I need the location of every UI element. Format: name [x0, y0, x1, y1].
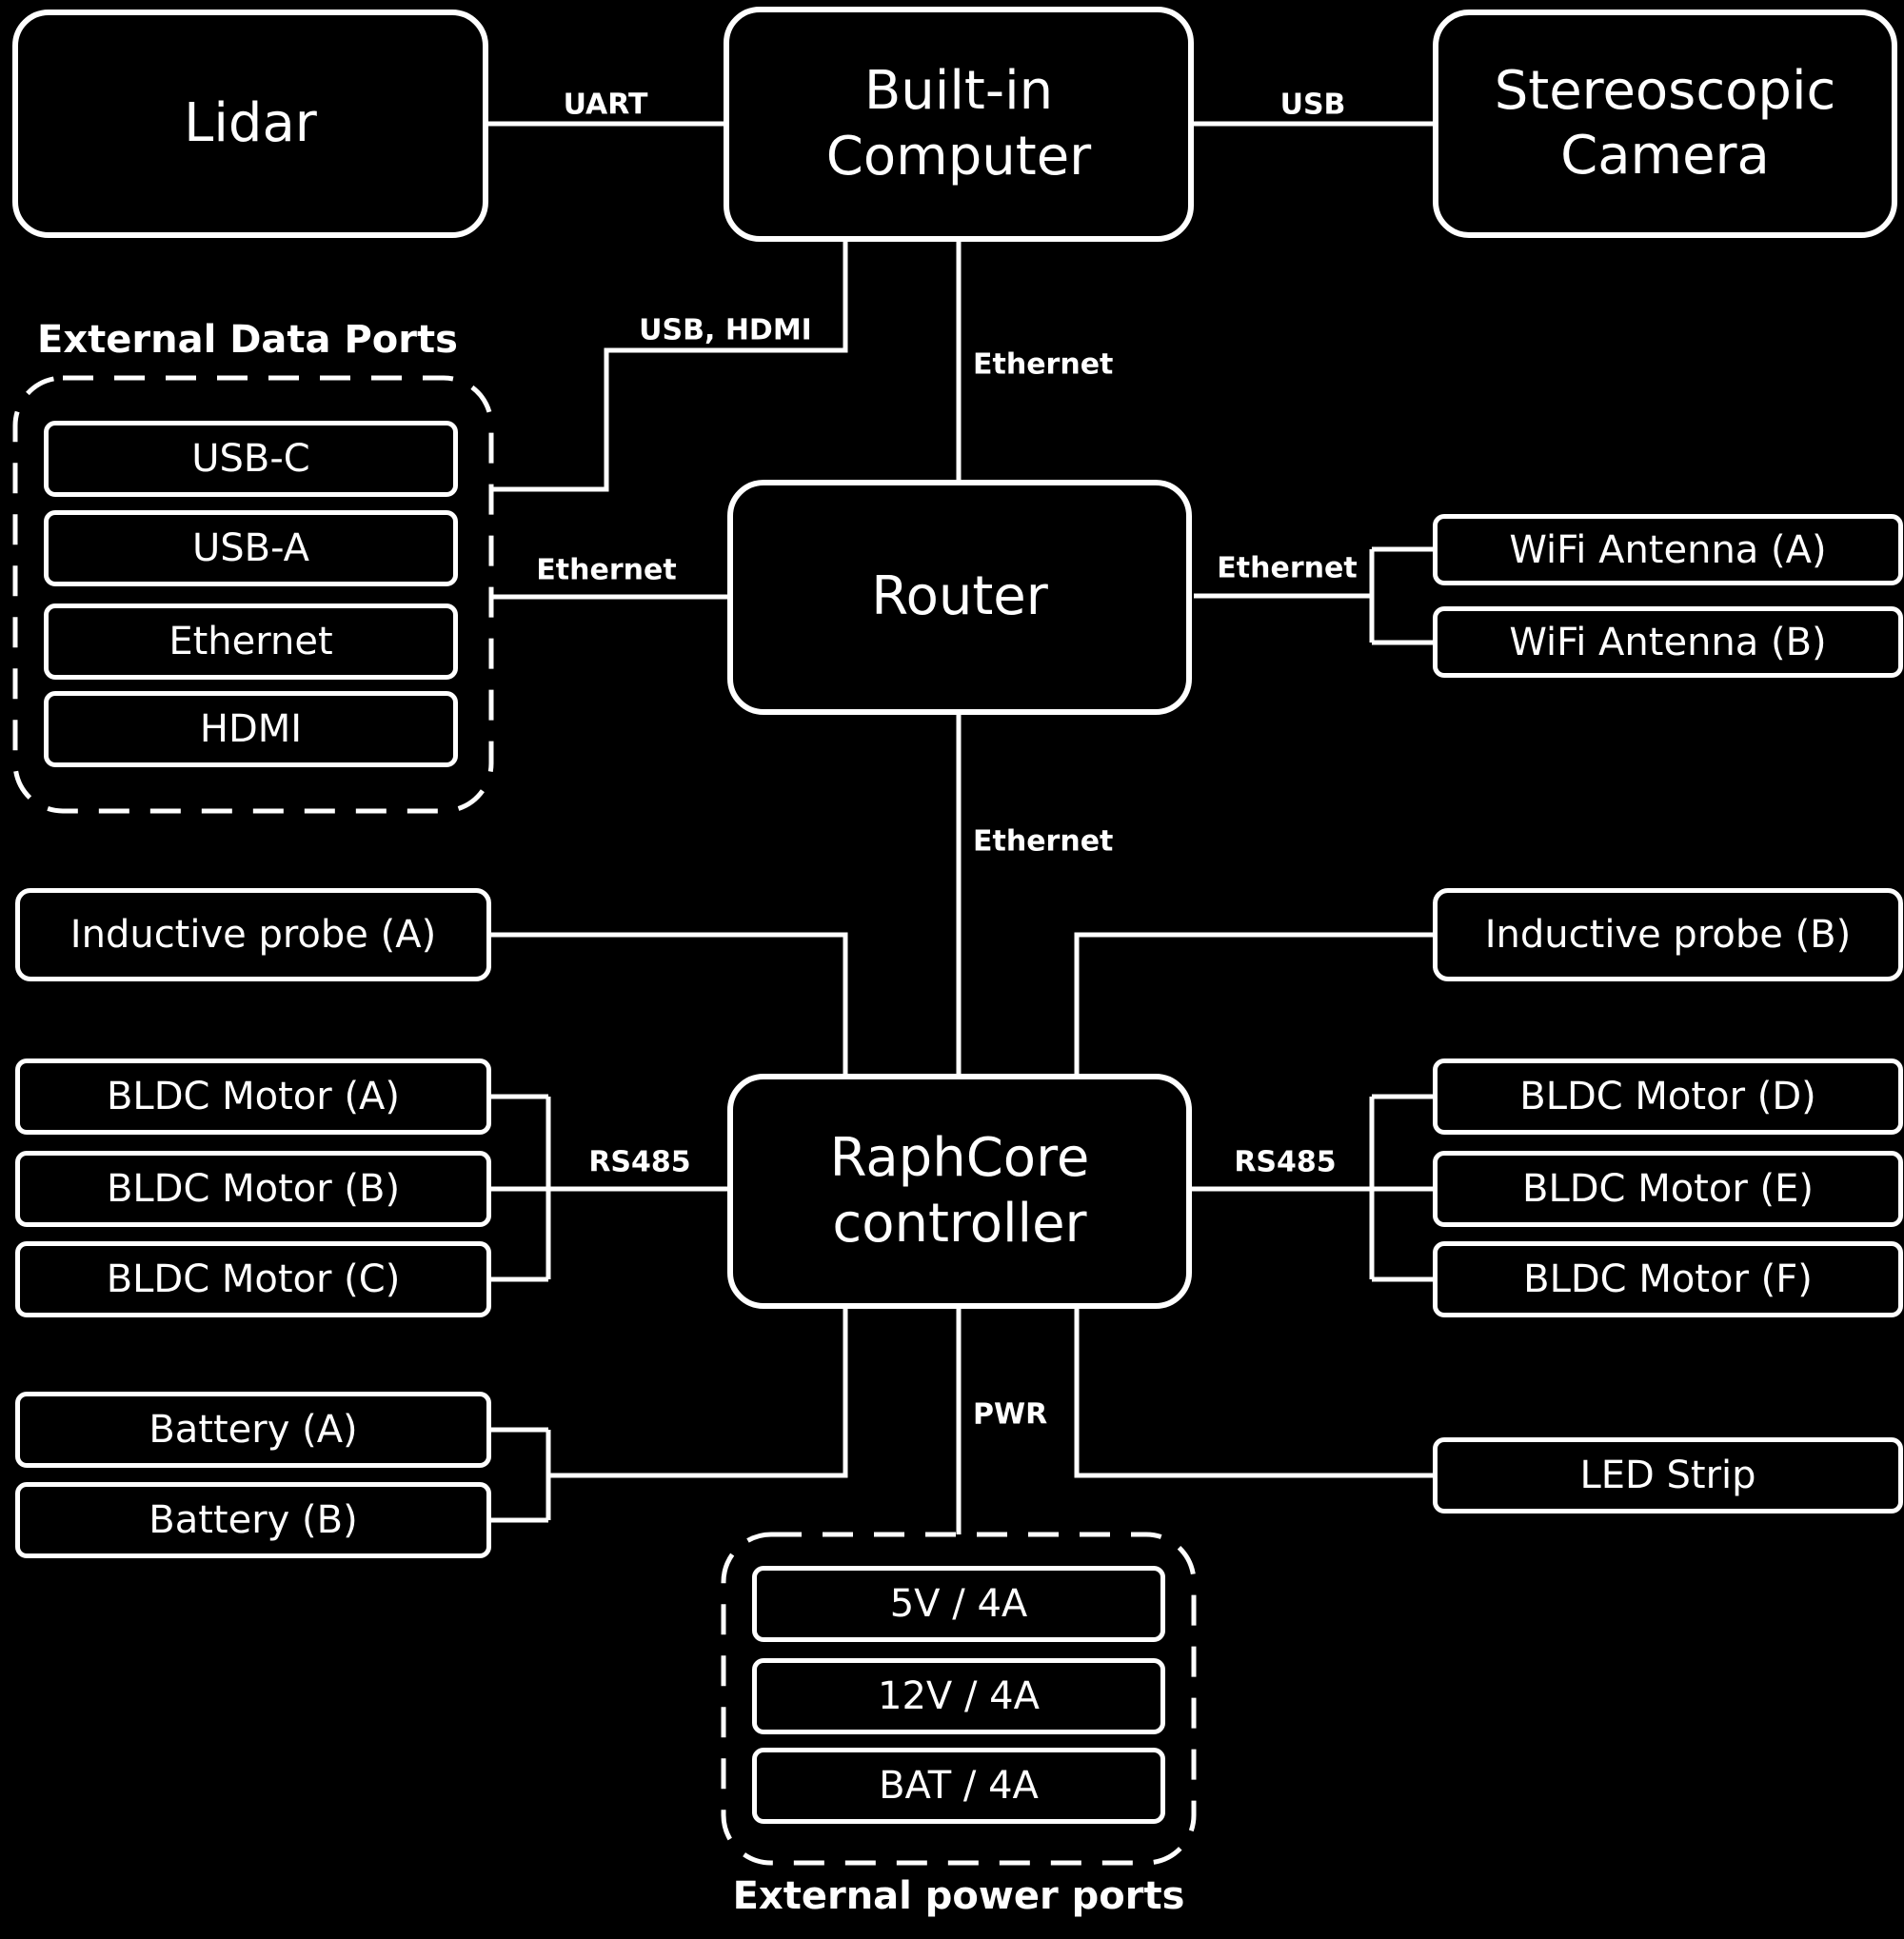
node-inductive-probe-b: Inductive probe (B) — [1433, 888, 1903, 981]
port-ethernet: Ethernet — [44, 603, 458, 680]
port-12v-4a: 12V / 4A — [752, 1658, 1165, 1734]
node-stereoscopic-camera: Stereoscopic Camera — [1433, 10, 1897, 238]
port-bat-4a: BAT / 4A — [752, 1748, 1165, 1824]
node-battery-b: Battery (B) — [15, 1482, 491, 1558]
usb-hdmi-line — [491, 242, 848, 492]
node-raphcore-controller: RaphCore controller — [727, 1074, 1192, 1309]
node-bldc-motor-a: BLDC Motor (A) — [15, 1059, 491, 1135]
external-data-ports-title: External Data Ports — [37, 318, 458, 362]
node-bldc-motor-f: BLDC Motor (F) — [1433, 1241, 1903, 1317]
edge-label-ethernet-router-wifi: Ethernet — [1217, 551, 1358, 585]
node-router: Router — [727, 480, 1192, 715]
port-usb-a: USB-A — [44, 510, 458, 586]
node-lidar: Lidar — [12, 10, 488, 238]
ethernet-router-wifi-line — [1194, 546, 1433, 645]
edge-label-rs485-left: RS485 — [588, 1145, 691, 1179]
edge-label-pwr: PWR — [973, 1397, 1048, 1432]
rs485-left-line — [491, 1094, 727, 1282]
edge-label-uart: UART — [563, 88, 648, 122]
port-5v-4a: 5V / 4A — [752, 1566, 1165, 1642]
node-wifi-antenna-a: WiFi Antenna (A) — [1433, 514, 1903, 585]
led-strip-line — [1074, 1309, 1433, 1478]
inductive-probe-b-line — [1074, 932, 1433, 1074]
node-bldc-motor-c: BLDC Motor (C) — [15, 1241, 491, 1317]
port-hdmi: HDMI — [44, 691, 458, 767]
rs485-right-line — [1192, 1094, 1433, 1282]
node-bldc-motor-b: BLDC Motor (B) — [15, 1151, 491, 1227]
node-inductive-probe-a: Inductive probe (A) — [15, 888, 491, 981]
node-bldc-motor-d: BLDC Motor (D) — [1433, 1059, 1903, 1135]
node-led-strip: LED Strip — [1433, 1437, 1903, 1514]
battery-line — [491, 1309, 848, 1523]
edge-label-ethernet-router-raphcore: Ethernet — [973, 824, 1114, 859]
edge-label-ethernet-computer-router: Ethernet — [973, 347, 1114, 382]
port-usb-c: USB-C — [44, 421, 458, 497]
node-wifi-antenna-b: WiFi Antenna (B) — [1433, 606, 1903, 678]
external-power-ports-group-border — [721, 1532, 1197, 1866]
edge-label-usb: USB — [1279, 88, 1346, 122]
edge-label-rs485-right: RS485 — [1234, 1145, 1337, 1179]
external-data-ports-group-border — [12, 375, 494, 814]
inductive-probe-a-line — [491, 932, 848, 1074]
edge-label-ethernet-ports-router: Ethernet — [536, 553, 677, 587]
external-power-ports-title: External power ports — [732, 1874, 1185, 1918]
node-built-in-computer: Built-in Computer — [724, 7, 1194, 242]
edge-label-usb-hdmi: USB, HDMI — [639, 313, 812, 347]
node-battery-a: Battery (A) — [15, 1392, 491, 1468]
node-bldc-motor-e: BLDC Motor (E) — [1433, 1151, 1903, 1227]
